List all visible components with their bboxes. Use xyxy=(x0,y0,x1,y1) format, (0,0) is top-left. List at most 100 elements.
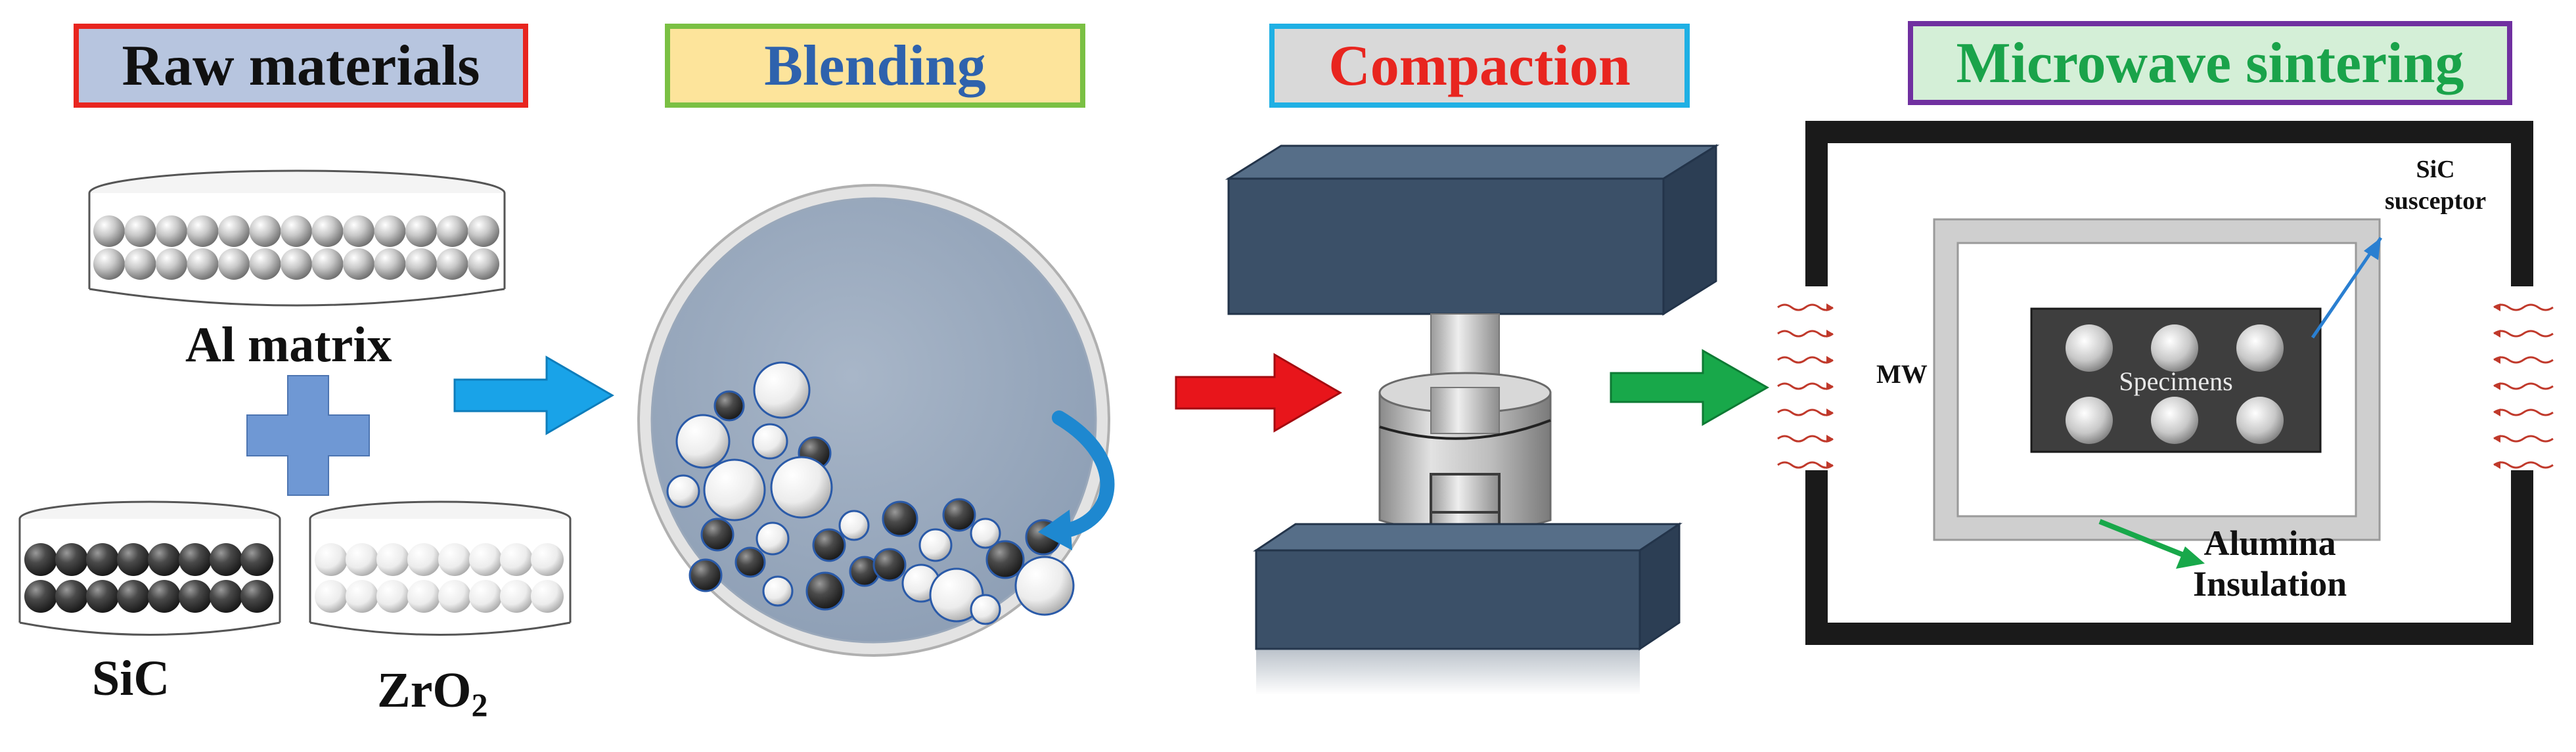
blend-particle-dark xyxy=(942,498,976,532)
mw-wave-arrowhead xyxy=(1826,435,1833,443)
mw-wave-arrowhead xyxy=(2494,382,2500,390)
specimen xyxy=(2236,397,2284,444)
mw-wave-arrowhead xyxy=(2494,356,2500,364)
blending-bowl xyxy=(637,184,1115,657)
sic-particle xyxy=(24,580,57,613)
zro2-particle xyxy=(346,543,378,576)
blend-particle-dark xyxy=(805,571,845,611)
blend-particle-light xyxy=(675,414,731,469)
mw-wave-arrowhead xyxy=(2494,461,2500,469)
zro2-particle xyxy=(531,580,564,613)
step-title-raw-materials: Raw materials xyxy=(74,24,528,108)
zro2-particle xyxy=(376,543,409,576)
sic-particle xyxy=(117,580,150,613)
sic-particle xyxy=(86,543,119,576)
specimens-label: Specimens xyxy=(2119,366,2232,396)
al-particle xyxy=(468,215,499,247)
sic-dish xyxy=(18,500,281,636)
al-particle xyxy=(281,215,312,247)
specimen xyxy=(2236,324,2284,372)
mw-wave xyxy=(2493,435,2554,443)
sic-particle xyxy=(117,543,150,576)
step-title-microwave-sintering: Microwave sintering xyxy=(1908,21,2512,105)
sic-particle xyxy=(148,580,181,613)
sic-particle xyxy=(148,543,181,576)
zro2-particle xyxy=(500,580,533,613)
mw-wave xyxy=(1777,382,1834,390)
blend-particle-light xyxy=(703,458,766,521)
al-particle xyxy=(249,215,281,247)
susceptor-label-line2: susceptor xyxy=(2385,187,2487,215)
specimen xyxy=(2151,324,2198,372)
insulation-label-line2: Insulation xyxy=(2193,564,2347,604)
mw-wave-arrowhead xyxy=(2494,330,2500,338)
mw-wave xyxy=(2493,330,2554,338)
al-particle xyxy=(281,248,312,280)
al-particle xyxy=(311,215,344,247)
sic-particle xyxy=(210,580,242,613)
zro2-particle xyxy=(438,580,471,613)
zro2-label-main: ZrO xyxy=(377,663,472,718)
arrow-to-blending xyxy=(453,355,614,435)
al-particle xyxy=(468,248,499,280)
al-particle xyxy=(156,248,187,280)
zro2-particle xyxy=(407,580,440,613)
plus-icon xyxy=(246,375,370,496)
mw-wave xyxy=(1777,461,1834,469)
al-particle xyxy=(374,215,406,247)
al-particle xyxy=(187,248,219,280)
zro2-particle xyxy=(469,580,502,613)
mw-wave xyxy=(1777,435,1834,443)
zro2-particle xyxy=(407,543,440,576)
blend-particle-light xyxy=(666,474,700,508)
blend-particle-dark xyxy=(812,528,846,562)
susceptor-label: SiC susceptor xyxy=(2385,154,2486,217)
blend-particle-dark xyxy=(872,548,907,582)
zro2-label: ZrO2 xyxy=(377,662,488,724)
zro2-particle xyxy=(376,580,409,613)
al-particle xyxy=(405,215,437,247)
al-matrix-dish xyxy=(88,169,506,307)
zro2-particle xyxy=(346,580,378,613)
sic-particle xyxy=(55,580,88,613)
blend-particle-light xyxy=(770,456,833,519)
blend-particle-light xyxy=(762,575,794,607)
al-particle xyxy=(218,215,250,247)
blend-particle-dark xyxy=(985,540,1025,579)
blend-particle-dark xyxy=(700,518,734,552)
mw-wave-arrowhead xyxy=(2494,435,2500,443)
blend-particle-light xyxy=(970,518,1001,549)
zro2-particle xyxy=(315,580,348,613)
mw-wave-arrowhead xyxy=(1826,461,1833,469)
sic-particle xyxy=(179,580,212,613)
arrow-to-compaction xyxy=(1175,353,1342,433)
mw-wave xyxy=(2493,461,2554,469)
al-particle xyxy=(311,248,344,280)
zro2-dish xyxy=(309,500,572,636)
susceptor-label-line1: SiC xyxy=(2416,156,2455,183)
al-particle xyxy=(124,215,156,247)
al-particle xyxy=(374,248,406,280)
blend-particle-light xyxy=(1014,556,1075,616)
blend-particle-light xyxy=(753,361,811,419)
zro2-particle xyxy=(469,543,502,576)
al-particle xyxy=(218,248,250,280)
mw-wave-arrowhead xyxy=(1826,356,1833,364)
mw-wave xyxy=(2493,382,2554,390)
blend-particle-dark xyxy=(734,546,766,578)
zro2-label-subscript: 2 xyxy=(471,686,488,723)
al-particle xyxy=(156,215,187,247)
zro2-particle xyxy=(438,543,471,576)
al-particle xyxy=(187,215,219,247)
mw-wave xyxy=(2493,303,2554,311)
zro2-particle xyxy=(531,543,564,576)
zro2-particle xyxy=(500,543,533,576)
sic-particle xyxy=(55,543,88,576)
sic-label: SiC xyxy=(92,651,170,706)
sic-particle xyxy=(86,580,119,613)
blend-particle-light xyxy=(756,521,790,556)
al-particle xyxy=(405,248,437,280)
sic-particle xyxy=(24,543,57,576)
